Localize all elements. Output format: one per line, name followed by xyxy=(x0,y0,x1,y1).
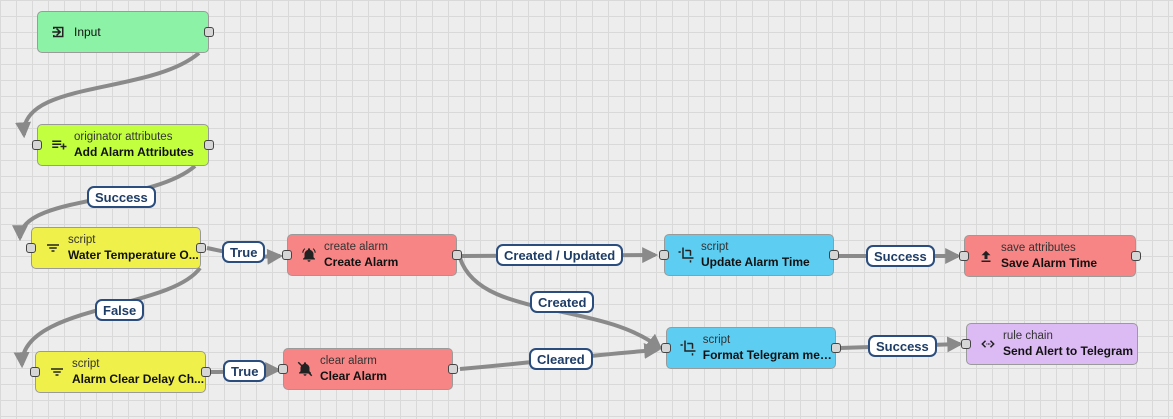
node-type: rule chain xyxy=(1003,330,1053,342)
crop-icon xyxy=(675,244,697,266)
output-port[interactable] xyxy=(196,243,206,253)
edge-label-cleared[interactable]: Cleared xyxy=(529,348,593,370)
node-name: Water Temperature O... xyxy=(68,248,199,262)
output-port[interactable] xyxy=(201,367,211,377)
input-port[interactable] xyxy=(32,140,42,150)
input-port[interactable] xyxy=(26,243,36,253)
edge-label-true[interactable]: True xyxy=(222,241,266,263)
input-port[interactable] xyxy=(959,251,969,261)
node-type: script xyxy=(701,241,729,253)
edge-label-created[interactable]: Created xyxy=(530,291,595,313)
node-type: save attributes xyxy=(1001,242,1076,254)
node-name: Add Alarm Attributes xyxy=(74,145,194,159)
edge-label-false[interactable]: False xyxy=(95,299,145,321)
edge-input-to-attributes xyxy=(15,51,201,139)
node-type: script xyxy=(72,358,100,370)
node-create-alarm[interactable]: create alarm Create Alarm xyxy=(282,234,462,276)
output-port[interactable] xyxy=(831,343,841,353)
input-port[interactable] xyxy=(961,339,971,349)
node-name: Update Alarm Time xyxy=(701,255,810,269)
node-save-alarm-time[interactable]: save attributes Save Alarm Time xyxy=(959,235,1141,277)
output-port[interactable] xyxy=(204,140,214,150)
output-port[interactable] xyxy=(452,250,462,260)
node-name: Create Alarm xyxy=(324,255,399,269)
node-clear-alarm[interactable]: clear alarm Clear Alarm xyxy=(278,348,458,390)
node-send-alert[interactable]: rule chain Send Alert to Telegram xyxy=(961,323,1138,365)
filter-icon xyxy=(46,361,68,383)
node-update-alarm-time[interactable]: script Update Alarm Time xyxy=(659,234,839,276)
node-name: Clear Alarm xyxy=(320,369,387,383)
upload-icon xyxy=(975,245,997,267)
code-arrows-icon xyxy=(977,333,999,355)
crop-icon xyxy=(677,337,699,359)
node-type: create alarm xyxy=(324,241,388,253)
edge-label-true[interactable]: True xyxy=(223,360,267,382)
input-port[interactable] xyxy=(30,367,40,377)
input-port[interactable] xyxy=(661,343,671,353)
output-port[interactable] xyxy=(829,250,839,260)
node-add-alarm-attributes[interactable]: originator attributes Add Alarm Attribut… xyxy=(32,124,214,166)
edge-label-success[interactable]: Success xyxy=(87,186,156,208)
node-name: Format Telegram mes... xyxy=(702,348,835,362)
alarm-bell-icon xyxy=(298,244,320,266)
node-alarm-clear-delay[interactable]: script Alarm Clear Delay Ch... xyxy=(30,351,211,393)
input-port[interactable] xyxy=(278,364,288,374)
node-water-temperature[interactable]: script Water Temperature O... xyxy=(26,227,206,269)
node-name: Send Alert to Telegram xyxy=(1003,344,1134,358)
node-type: clear alarm xyxy=(320,355,377,367)
node-name: Alarm Clear Delay Ch... xyxy=(72,372,205,386)
node-type: script xyxy=(68,234,96,246)
node-name: Save Alarm Time xyxy=(1001,256,1098,270)
edge-label-success[interactable]: Success xyxy=(866,245,935,267)
edge-label-success[interactable]: Success xyxy=(868,335,937,357)
input-port[interactable] xyxy=(282,250,292,260)
node-format-telegram[interactable]: script Format Telegram mes... xyxy=(661,327,841,369)
bell-off-icon xyxy=(294,358,316,380)
filter-icon xyxy=(42,237,64,259)
output-port[interactable] xyxy=(1131,251,1141,261)
node-type: script xyxy=(702,334,731,346)
node-name: Input xyxy=(74,24,101,39)
input-port[interactable] xyxy=(659,250,669,260)
node-type: originator attributes xyxy=(74,131,173,143)
output-port[interactable] xyxy=(204,27,214,37)
edge-label-created-updated[interactable]: Created / Updated xyxy=(496,244,624,266)
playlist-add-icon xyxy=(48,134,70,156)
output-port[interactable] xyxy=(448,364,458,374)
login-arrow-icon xyxy=(48,21,70,43)
node-input[interactable]: Input xyxy=(37,11,214,53)
